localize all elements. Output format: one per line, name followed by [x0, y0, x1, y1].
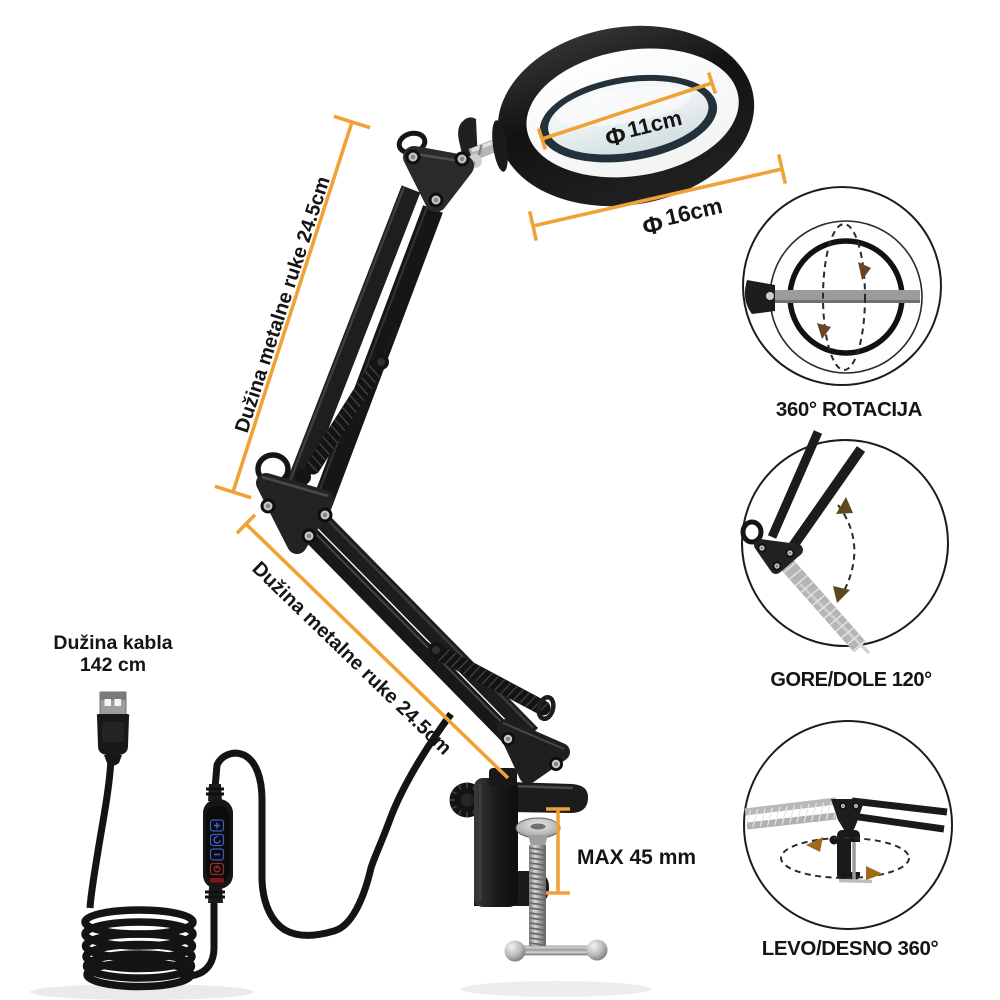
svg-text:360° ROTACIJA: 360° ROTACIJA — [776, 398, 923, 421]
svg-text:LEVO/DESNO 360°: LEVO/DESNO 360° — [762, 937, 939, 960]
svg-text:GORE/DOLE 120°: GORE/DOLE 120° — [770, 669, 932, 691]
svg-text:Dužina kabla: Dužina kabla — [53, 632, 172, 654]
svg-text:MAX 45 mm: MAX 45 mm — [577, 846, 696, 869]
svg-text:142 cm: 142 cm — [80, 654, 146, 676]
